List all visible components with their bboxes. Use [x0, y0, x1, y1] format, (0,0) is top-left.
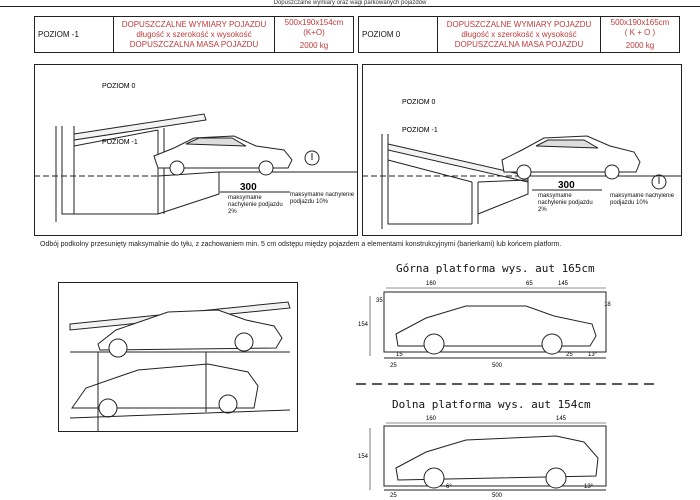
dims-cell: 500x190x165cm ( K + O ) 2000 kg [600, 16, 680, 53]
driveway [157, 171, 220, 215]
mass-value: 2000 kg [625, 41, 655, 50]
dims-value: 500x190x165cm [610, 18, 670, 27]
label-poziom-0: POZIOM 0 [102, 83, 136, 90]
double-stack-drawing [58, 282, 298, 432]
slope-a-note: maksymalne nachylenie podjazdu 2% [538, 193, 593, 213]
upper-platform-title: Górna platforma wys. aut 165cm [396, 262, 595, 275]
car-wagon-lower [395, 435, 599, 489]
lower-platform-drawing: 160 145 154 25 500 6° 13° [358, 416, 607, 498]
dims-note: ( K + O ) [624, 28, 656, 37]
dim-500: 500 [492, 363, 503, 369]
limits-line3: DOPUSZCZALNA MASA POJAZDU [129, 39, 259, 49]
slope-a-note: maksymalne nachylenie podjazdu 2% [228, 195, 283, 215]
dims-value: 500x190x154cm [284, 18, 344, 27]
limits-line2: długość x szerokość x wysokość [461, 29, 577, 39]
warning-icon [651, 174, 667, 190]
pit-outline [61, 126, 158, 215]
platform-line [387, 159, 473, 183]
section-drawing-right: POZIOM 0 POZIOM -1 300 maksymalne nachyl… [362, 64, 682, 236]
label-poziom-0: POZIOM 0 [402, 99, 436, 106]
dims-note: (K+O) [303, 28, 325, 37]
limits-line1: DOPUSZCZALNE WYMIARY POJAZDU [121, 19, 267, 29]
level-name: POZIOM -1 [34, 16, 114, 53]
dim-25: 25 [390, 363, 397, 369]
upper-platform [73, 113, 207, 141]
section-drawing-left: POZIOM 0 POZIOM -1 300 maksymalne nachyl… [34, 64, 358, 236]
dim-145: 145 [556, 416, 567, 422]
level-name: POZIOM 0 [358, 16, 438, 53]
limits-line3: DOPUSZCZALNA MASA POJAZDU [454, 39, 584, 49]
platform-frame [383, 425, 607, 487]
dim-25: 25 [390, 493, 397, 498]
dim-160: 160 [426, 416, 437, 422]
dim-15: 15 [396, 352, 403, 358]
dim-35: 35 [376, 298, 383, 304]
car-sedan-upper [395, 305, 597, 355]
dim-160: 160 [426, 281, 437, 287]
spec-table-level-0: POZIOM 0 DOPUSZCZALNE WYMIARY POJAZDU dł… [358, 16, 680, 53]
dim-154: 154 [358, 322, 369, 328]
dim-145: 145 [558, 281, 569, 287]
distance-300: 300 [240, 182, 257, 193]
label-poziom-minus1: POZIOM -1 [402, 127, 438, 134]
platform-separator [356, 383, 656, 385]
pit-outline [387, 134, 472, 225]
warning-icon [304, 150, 320, 166]
car-sedan [153, 135, 293, 176]
driveway [477, 179, 529, 215]
dim-angle-13: 13° [584, 484, 594, 490]
car-upper [97, 309, 283, 358]
dims-cell: 500x190x154cm (K+O) 2000 kg [274, 16, 354, 53]
platform-line [73, 129, 159, 147]
dim-500: 500 [492, 493, 503, 498]
platform-frame [383, 291, 607, 353]
lower-platform-title: Dolna platforma wys. aut 154cm [392, 398, 591, 411]
mass-value: 2000 kg [299, 41, 329, 50]
limits-cell: DOPUSZCZALNE WYMIARY POJAZDU długość x s… [437, 16, 601, 53]
car-lower [71, 363, 259, 418]
slope-b-note: maksymalne nachylenie podjazdu 10% [610, 193, 674, 206]
pit-frame [58, 282, 298, 432]
header-caption: Dopuszczalne wymiary oraz wagi parkowany… [0, 0, 700, 7]
dim-18: 18 [604, 302, 611, 308]
limits-cell: DOPUSZCZALNE WYMIARY POJAZDU długość x s… [113, 16, 275, 53]
label-poziom-minus1: POZIOM -1 [102, 139, 138, 146]
upper-platform-drawing: 160 65 145 35 154 18 15 25 25 500 13° [358, 281, 611, 369]
distance-300: 300 [558, 180, 575, 191]
car-sedan [501, 135, 641, 180]
dim-25b: 25 [566, 352, 573, 358]
slope-b-note: maksymalne nachylenie podjazdu 10% [290, 192, 354, 205]
lower-deck [69, 409, 291, 419]
dim-angle: 13° [588, 352, 598, 358]
spec-table-level-minus1: POZIOM -1 DOPUSZCZALNE WYMIARY POJAZDU d… [34, 16, 354, 53]
panel-frame [34, 64, 358, 236]
dim-angle-6: 6° [446, 484, 452, 490]
clearance-note: Odbój podkolny przesunięty maksymalnie d… [40, 241, 562, 248]
dim-154: 154 [358, 454, 369, 460]
dim-65: 65 [526, 281, 533, 287]
limits-line2: długość x szerokość x wysokość [136, 29, 252, 39]
panel-frame [362, 64, 682, 236]
limits-line1: DOPUSZCZALNE WYMIARY POJAZDU [446, 19, 592, 29]
